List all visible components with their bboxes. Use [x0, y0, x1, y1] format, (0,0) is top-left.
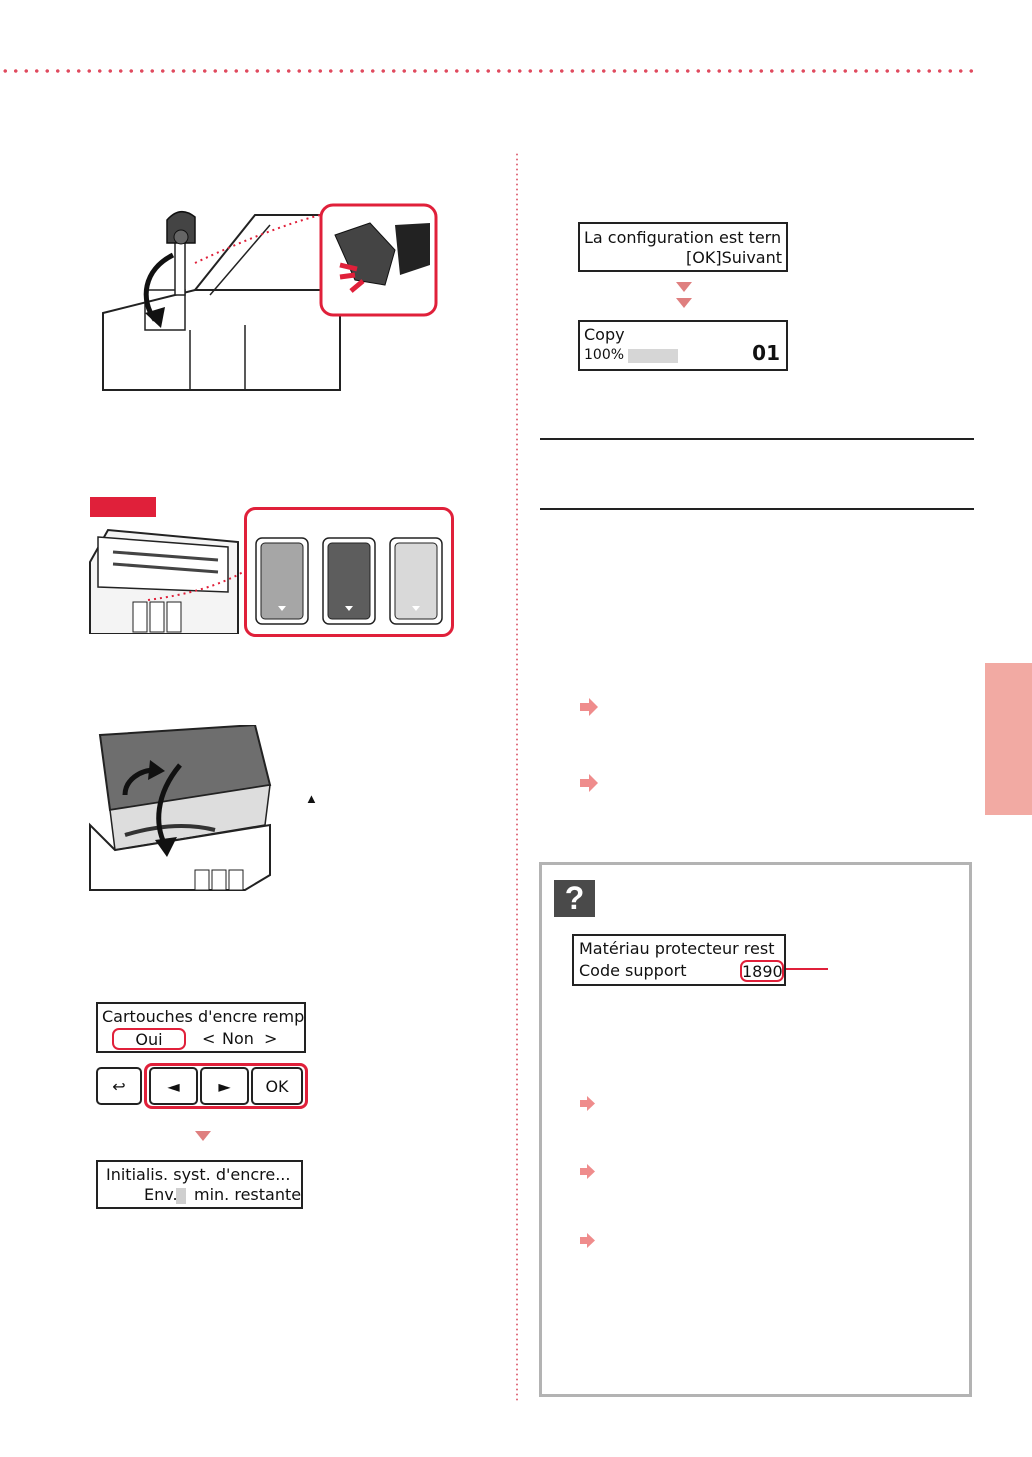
lcd-ink-init-suffix: min. restante — [194, 1185, 302, 1204]
section-rule-bottom — [540, 508, 974, 510]
troubleshooting-box — [539, 862, 972, 1397]
lcd-setup-complete: La configuration est tern [OK]Suivant — [578, 222, 788, 272]
lcd-error-label: Code support — [579, 961, 687, 980]
arrow-right-icon — [580, 1096, 595, 1111]
support-code-value: 1890 — [740, 960, 784, 982]
lcd-setup-title: La configuration est tern — [584, 228, 782, 247]
down-arrow-marker-2 — [676, 298, 692, 308]
lcd-error-support-code: Matériau protecteur rest Code support 18… — [572, 934, 786, 986]
lcd-ink-init-prefix: Env. — [144, 1185, 178, 1204]
arrow-right-icon — [580, 774, 598, 792]
arrow-right-icon — [580, 1233, 595, 1248]
operation-panel: ↩ ◄ ► OK — [96, 1063, 308, 1109]
back-button[interactable]: ↩ — [96, 1067, 142, 1105]
option-non[interactable]: Non — [222, 1029, 254, 1048]
lcd-copy-count: 01 — [752, 341, 780, 365]
left-arrow-icon: ◄ — [167, 1076, 180, 1096]
right-button[interactable]: ► — [200, 1067, 249, 1105]
tank-cap-illustration — [102, 203, 438, 391]
lcd-copy-zoom: 100% — [584, 347, 625, 363]
lcd-copy-standby: Copy 100% 01 — [578, 320, 788, 371]
lcd-ink-init-title: Initialis. syst. d'encre... — [106, 1165, 291, 1184]
ok-label: OK — [265, 1076, 289, 1096]
lcd-ink-filled-title: Cartouches d'encre rempl — [102, 1007, 306, 1026]
top-dotted-rule — [0, 68, 980, 74]
blurred-value — [176, 1188, 186, 1204]
lcd-ink-filled: Cartouches d'encre rempl Oui < Non > — [96, 1002, 306, 1053]
selected-option-oui[interactable]: Oui — [112, 1028, 186, 1050]
lcd-copy-title: Copy — [584, 325, 625, 344]
support-code-callout-line — [786, 968, 828, 970]
ink-tanks-zoom — [244, 507, 454, 637]
down-arrow-marker-1 — [676, 282, 692, 292]
help-icon: ? — [554, 880, 595, 917]
lcd-setup-next: [OK]Suivant — [686, 248, 782, 267]
arrow-right-icon — [580, 1164, 595, 1179]
highlight-frame — [144, 1063, 308, 1109]
right-arrow-icon: ► — [218, 1076, 231, 1096]
down-arrow-marker — [195, 1131, 211, 1141]
option-prev-arrow: < — [202, 1029, 216, 1048]
lcd-error-title: Matériau protecteur rest — [579, 939, 775, 958]
printer-front-illustration — [89, 528, 244, 634]
lcd-ink-init: Initialis. syst. d'encre... Env. min. re… — [96, 1160, 303, 1209]
arrow-right-icon — [580, 698, 598, 716]
left-button[interactable]: ◄ — [149, 1067, 198, 1105]
red-label-bar — [90, 497, 156, 517]
option-next-arrow: > — [264, 1029, 278, 1048]
language-side-tab — [985, 663, 1032, 815]
open-scanner-illustration — [89, 725, 272, 891]
section-rule-top — [540, 438, 974, 440]
blurred-paper-info — [628, 349, 678, 363]
column-divider — [516, 152, 518, 1402]
ok-button[interactable]: OK — [251, 1067, 303, 1105]
back-icon: ↩ — [112, 1076, 126, 1096]
warning-icon: ▲ — [305, 791, 318, 806]
